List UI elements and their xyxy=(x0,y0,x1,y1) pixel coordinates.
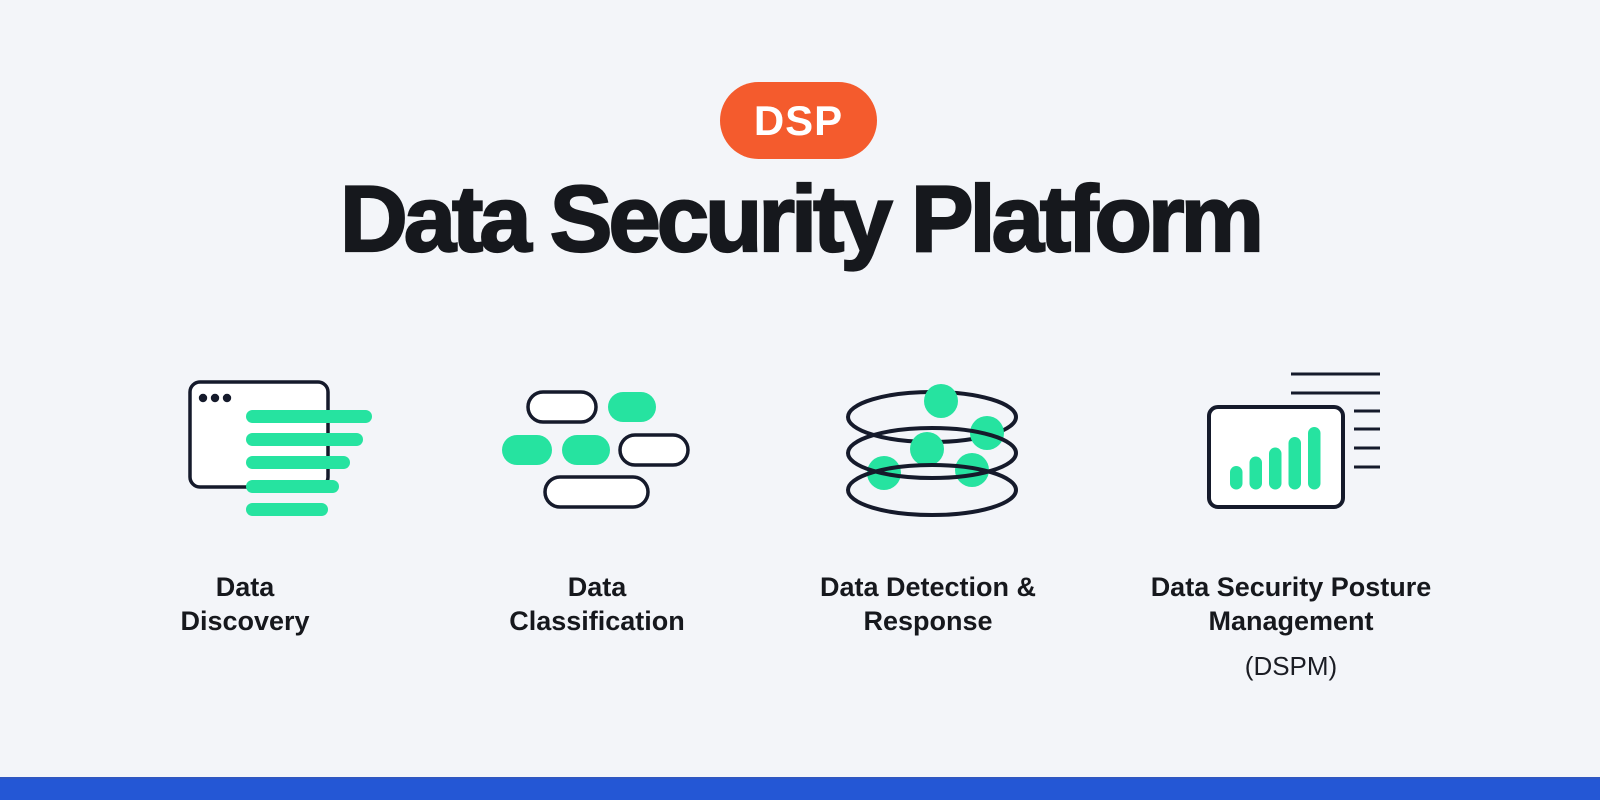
tag-pills-icon xyxy=(502,390,690,509)
label-line: Data xyxy=(567,572,627,602)
label-line: Discovery xyxy=(180,606,310,636)
label-data-discovery: Data Discovery xyxy=(95,570,395,638)
browser-window-list-icon xyxy=(188,380,372,516)
label-data-detection-response: Data Detection & Response xyxy=(753,570,1103,638)
label-line: Management xyxy=(1208,606,1374,636)
bar-chart-report-icon xyxy=(1207,372,1380,509)
label-line: Data xyxy=(215,572,275,602)
label-data-classification: Data Classification xyxy=(447,570,747,638)
label-line: Response xyxy=(863,606,993,636)
database-rings-icon xyxy=(846,384,1018,517)
dspm-sub-label: (DSPM) xyxy=(1244,651,1338,681)
label-line: Data Detection & xyxy=(819,572,1037,602)
label-line: Data Security Posture xyxy=(1150,572,1432,602)
dsp-badge-label: DSP xyxy=(753,96,844,144)
page-title: Data Security Platform xyxy=(339,166,1265,271)
label-data-security-posture-management: Data Security Posture Management (DSPM) xyxy=(1111,570,1471,681)
label-line: Classification xyxy=(509,606,685,636)
bottom-accent-bar xyxy=(0,777,1600,800)
dsp-badge: DSP xyxy=(720,82,877,159)
